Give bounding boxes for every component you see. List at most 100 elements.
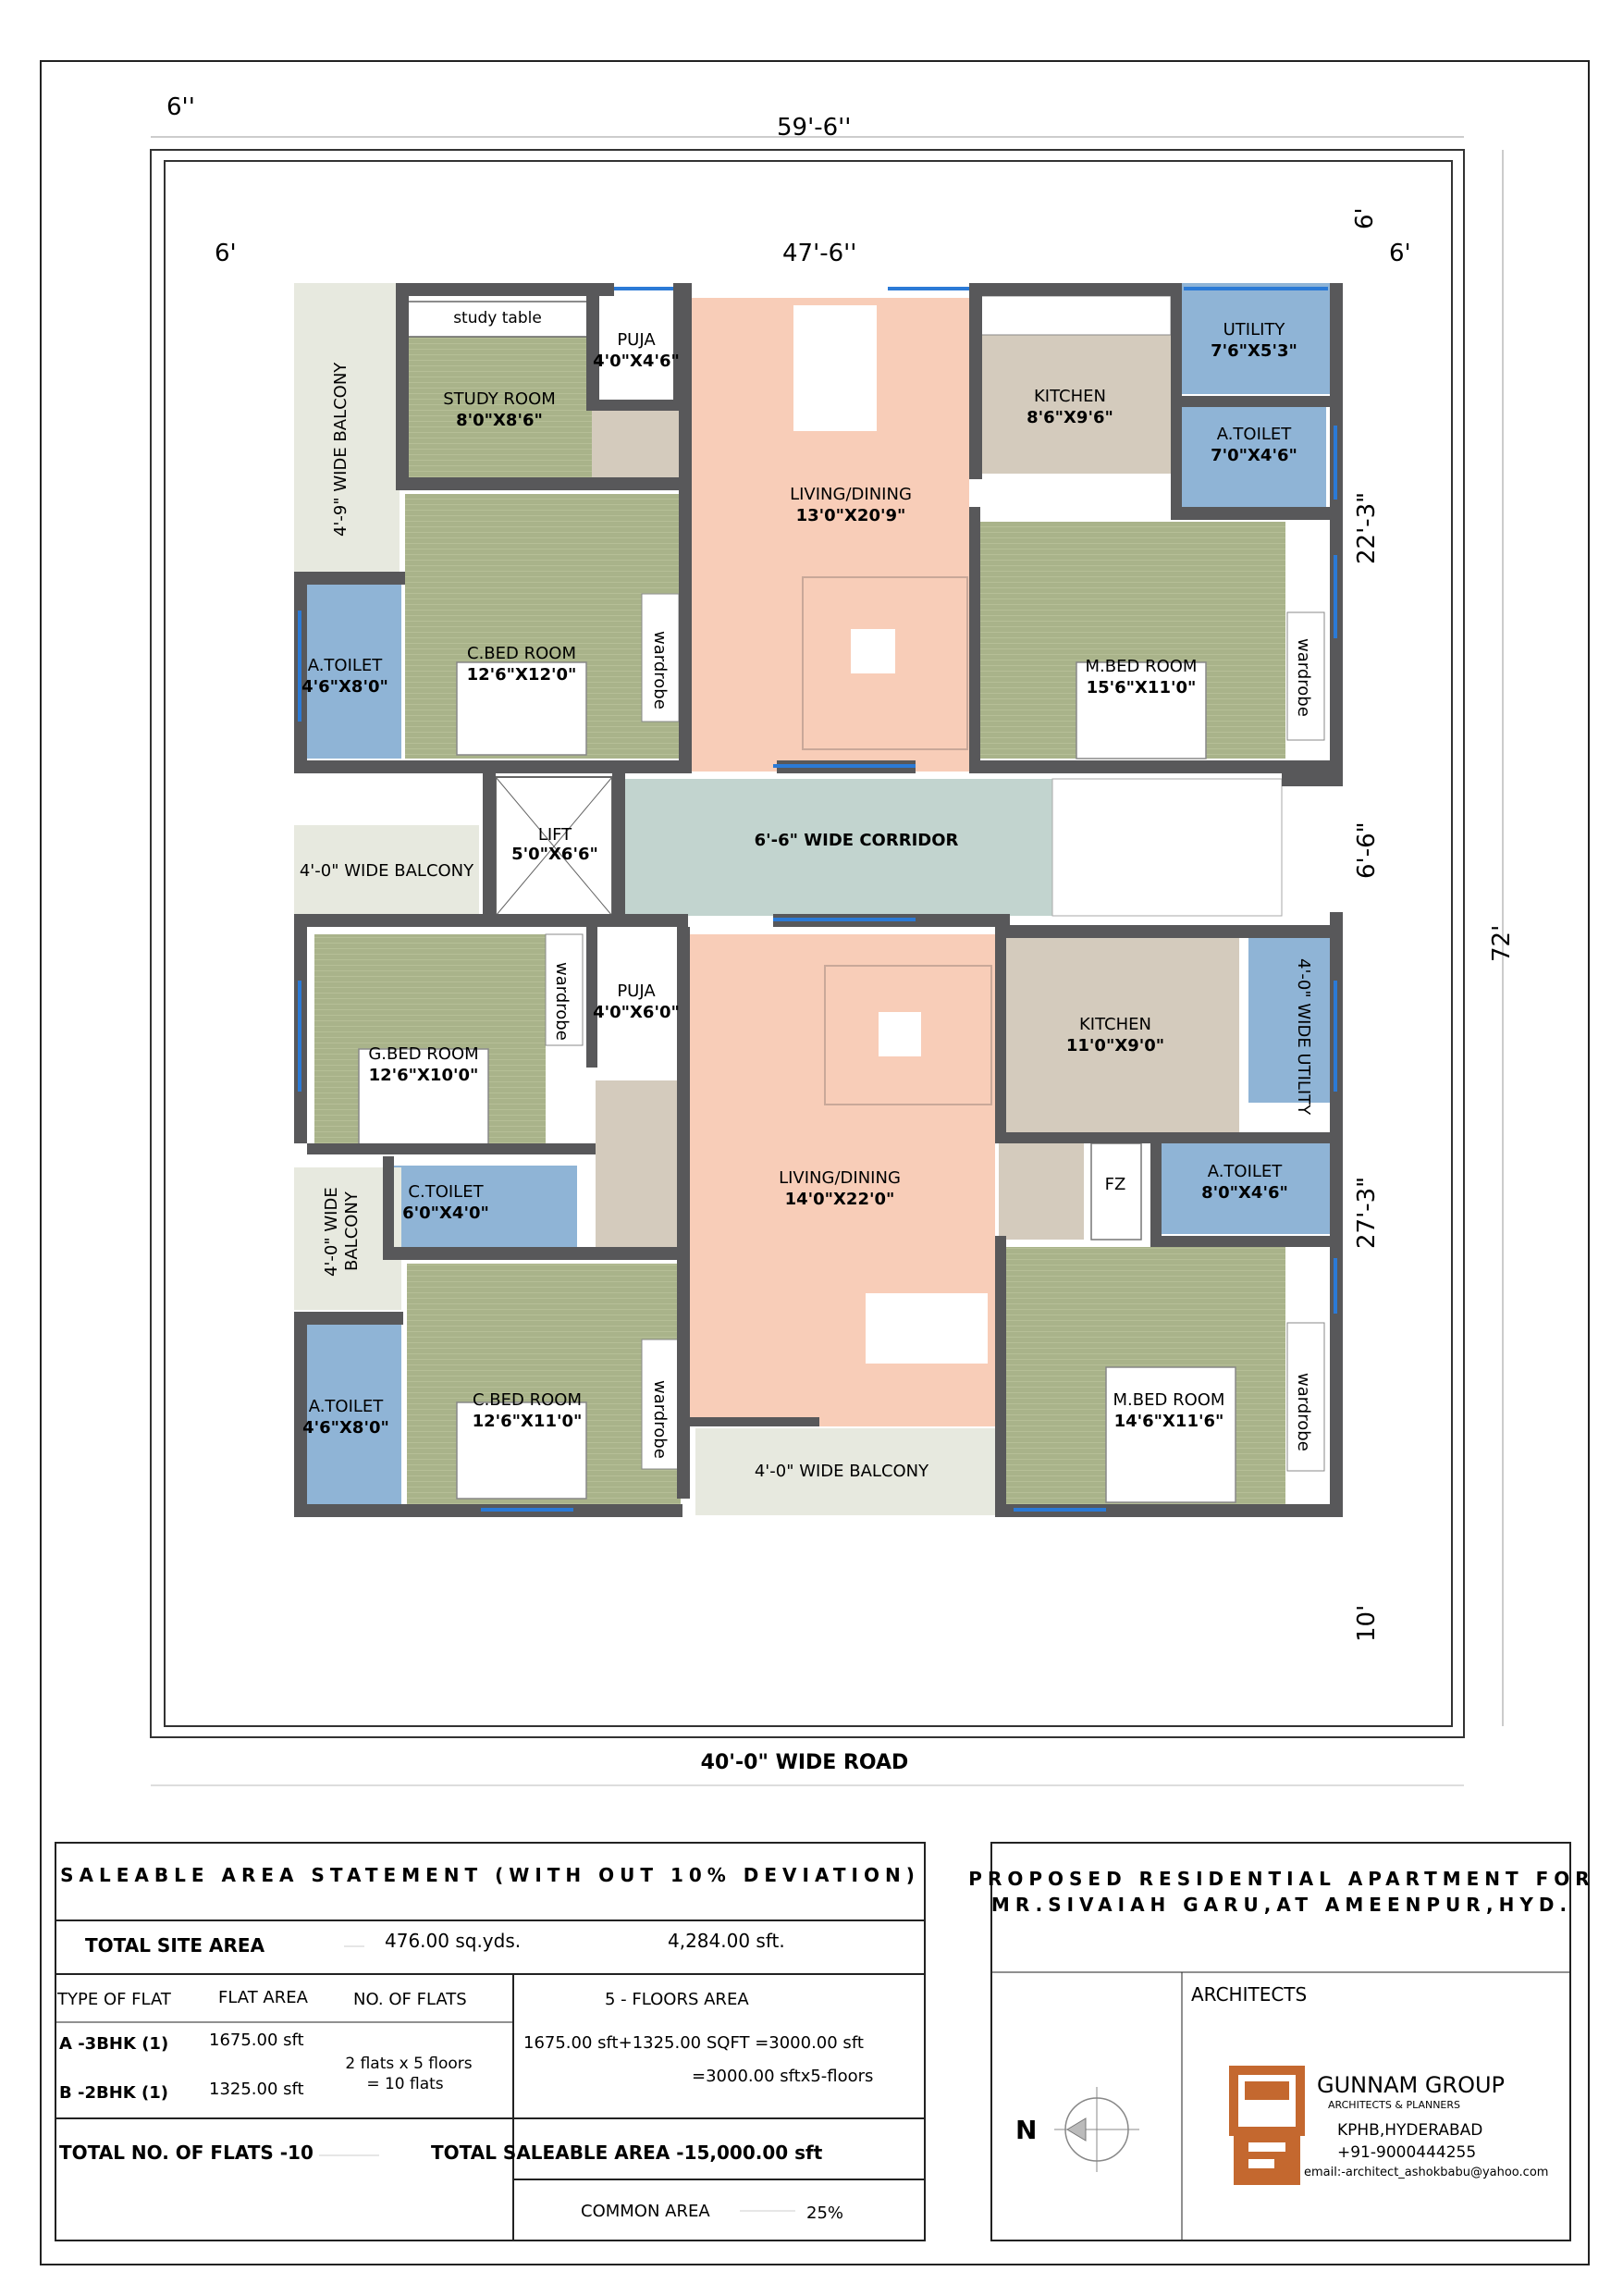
label-atoilet-lower-left: A.TOILET <box>309 1397 385 1416</box>
floors-line-b: =3000.00 sftx5-floors <box>692 2067 873 2086</box>
firm-email: email:-architect_ashokbabu@yahoo.com <box>1304 2166 1548 2179</box>
label-gbed: G.BED ROOM <box>368 1044 478 1064</box>
label-puja-lower: PUJA <box>617 981 656 1001</box>
atoilet-upper-left <box>305 583 401 759</box>
size-atoilet-upper-right: 7'0"X4'6" <box>1211 446 1297 465</box>
setback-line <box>164 160 1453 1727</box>
wardrobe-upper-left <box>641 593 680 722</box>
firm-city: KPHB,HYDERABAD <box>1337 2121 1482 2140</box>
col-count: NO. OF FLATS <box>353 1990 467 2009</box>
bed-cbed-lower <box>456 1401 587 1500</box>
sheet-border <box>40 60 1590 2265</box>
architects-label: ARCHITECTS <box>1191 1983 1307 2006</box>
label-cbed-upper: C.BED ROOM <box>467 644 576 663</box>
label-study-table: study table <box>453 309 542 327</box>
label-cbed-lower: C.BED ROOM <box>473 1390 582 1410</box>
size-lift: 5'0"X6'6" <box>511 845 598 864</box>
staircase <box>1051 778 1283 917</box>
size-study-room: 8'0"X8'6" <box>456 411 543 430</box>
col-type: TYPE OF FLAT <box>56 1990 172 2009</box>
north-label: N <box>1015 2115 1037 2145</box>
label-lift: LIFT <box>538 825 572 845</box>
area-statement-table <box>55 1842 926 2241</box>
dim-10: 10' <box>1353 1605 1381 1642</box>
label-kitchen-upper: KITCHEN <box>1034 387 1106 406</box>
size-atoilet-lower-left: 4'6"X8'0" <box>302 1418 389 1438</box>
floors-line-a: 1675.00 sft+1325.00 SQFT =3000.00 sft <box>523 2033 864 2053</box>
label-utility-upper: UTILITY <box>1223 320 1286 339</box>
label-study-room: STUDY ROOM <box>443 389 556 409</box>
kitchen-counter-upper <box>979 295 1172 336</box>
label-wardrobe-upper-left: wardrobe <box>650 631 670 710</box>
label-fz: FZ <box>1105 1175 1126 1194</box>
utility-lower <box>1248 936 1332 1103</box>
atoilet-lower-right <box>1156 1143 1332 1234</box>
row1-type: A -3BHK (1) <box>59 2034 168 2054</box>
col-area: FLAT AREA <box>218 1988 309 2007</box>
total-flats: TOTAL NO. OF FLATS -10 <box>59 2142 314 2164</box>
firm-subtitle: ARCHITECTS & PLANNERS <box>1328 2099 1460 2111</box>
walls <box>294 283 1343 1517</box>
puja-upper <box>592 302 679 407</box>
site-area-label: TOTAL SITE AREA <box>85 1934 265 1957</box>
fridge <box>1090 1142 1142 1241</box>
label-wardrobe-gbed: wardrobe <box>552 962 572 1041</box>
total-area: TOTAL SALEABLE AREA -15,000.00 sft <box>431 2142 823 2164</box>
label-atoilet-upper-right: A.TOILET <box>1217 425 1293 444</box>
corridor <box>625 779 1052 916</box>
dim-6in: 6'' <box>166 93 195 121</box>
study-room <box>400 337 592 481</box>
puja-lower <box>592 936 679 1066</box>
balcony-mid-left <box>294 825 479 916</box>
coffee-table-lower <box>879 1012 921 1056</box>
wardrobe-lower-left <box>641 1339 680 1470</box>
sofa-upper <box>802 576 968 750</box>
label-living-upper: LIVING/DINING <box>790 485 912 504</box>
bed-mbed-lower <box>1105 1366 1236 1503</box>
sofa-lower <box>824 965 992 1105</box>
bed-gbed <box>358 1048 489 1146</box>
kitchen-lower <box>1004 938 1239 1132</box>
size-mbed-upper: 15'6"X11'0" <box>1087 678 1197 697</box>
dim-72: 72' <box>1488 925 1516 962</box>
size-atoilet-upper-left: 4'6"X8'0" <box>301 677 388 697</box>
col-floors: 5 - FLOORS AREA <box>605 1990 749 2009</box>
size-cbed-upper: 12'6"X12'0" <box>467 665 577 685</box>
size-atoilet-lower-right: 8'0"X4'6" <box>1201 1183 1288 1203</box>
atoilet-upper-right <box>1182 407 1326 511</box>
passage-upper <box>592 407 688 481</box>
label-balcony-lower-a: 4'-0" WIDE <box>322 1187 341 1277</box>
label-ctoilet: C.TOILET <box>408 1182 484 1202</box>
statement-title: SALEABLE AREA STATEMENT (WITH OUT 10% DE… <box>60 1864 920 1886</box>
project-line-1: PROPOSED RESIDENTIAL APARTMENT FOR <box>968 1868 1594 1890</box>
row1-area: 1675.00 sft <box>209 2031 304 2050</box>
common-area-label: COMMON AREA <box>581 2202 710 2221</box>
dim-59: 59'-6'' <box>777 114 851 142</box>
atoilet-lower-left <box>305 1323 401 1506</box>
bed-cbed-upper <box>456 661 587 756</box>
dim-22: 22'-3" <box>1353 492 1381 564</box>
wardrobe-gbed <box>545 933 584 1046</box>
label-balcony-upper: 4'-9" WIDE BALCONY <box>331 362 350 537</box>
label-living-lower: LIVING/DINING <box>779 1168 901 1188</box>
label-utility-lower: 4'-0" WIDE UTILITY <box>1294 958 1313 1116</box>
size-puja-lower: 4'0"X6'0" <box>593 1003 680 1022</box>
label-balcony-lower-b: BALCONY <box>342 1191 362 1271</box>
title-block <box>990 1842 1571 2241</box>
dim-47: 47'-6'' <box>782 240 856 267</box>
label-balcony-lower-bottom: 4'-0" WIDE BALCONY <box>755 1462 929 1481</box>
size-living-upper: 13'0"X20'9" <box>796 506 906 525</box>
size-ctoilet: 6'0"X4'0" <box>402 1204 489 1223</box>
dining-table-upper <box>793 305 877 431</box>
row2-type: B -2BHK (1) <box>59 2083 168 2103</box>
label-atoilet-upper-left: A.TOILET <box>308 656 384 675</box>
count-line-b: = 10 flats <box>366 2075 443 2093</box>
site-area-sft: 4,284.00 sft. <box>668 1930 785 1952</box>
dim-27: 27'-3" <box>1353 1177 1381 1249</box>
bed-mbed-upper <box>1076 661 1207 759</box>
label-corridor: 6'-6" WIDE CORRIDOR <box>755 831 959 850</box>
lift-cross-b <box>495 776 613 917</box>
row2-area: 1325.00 sft <box>209 2080 304 2099</box>
balcony-upper-left <box>294 283 400 572</box>
